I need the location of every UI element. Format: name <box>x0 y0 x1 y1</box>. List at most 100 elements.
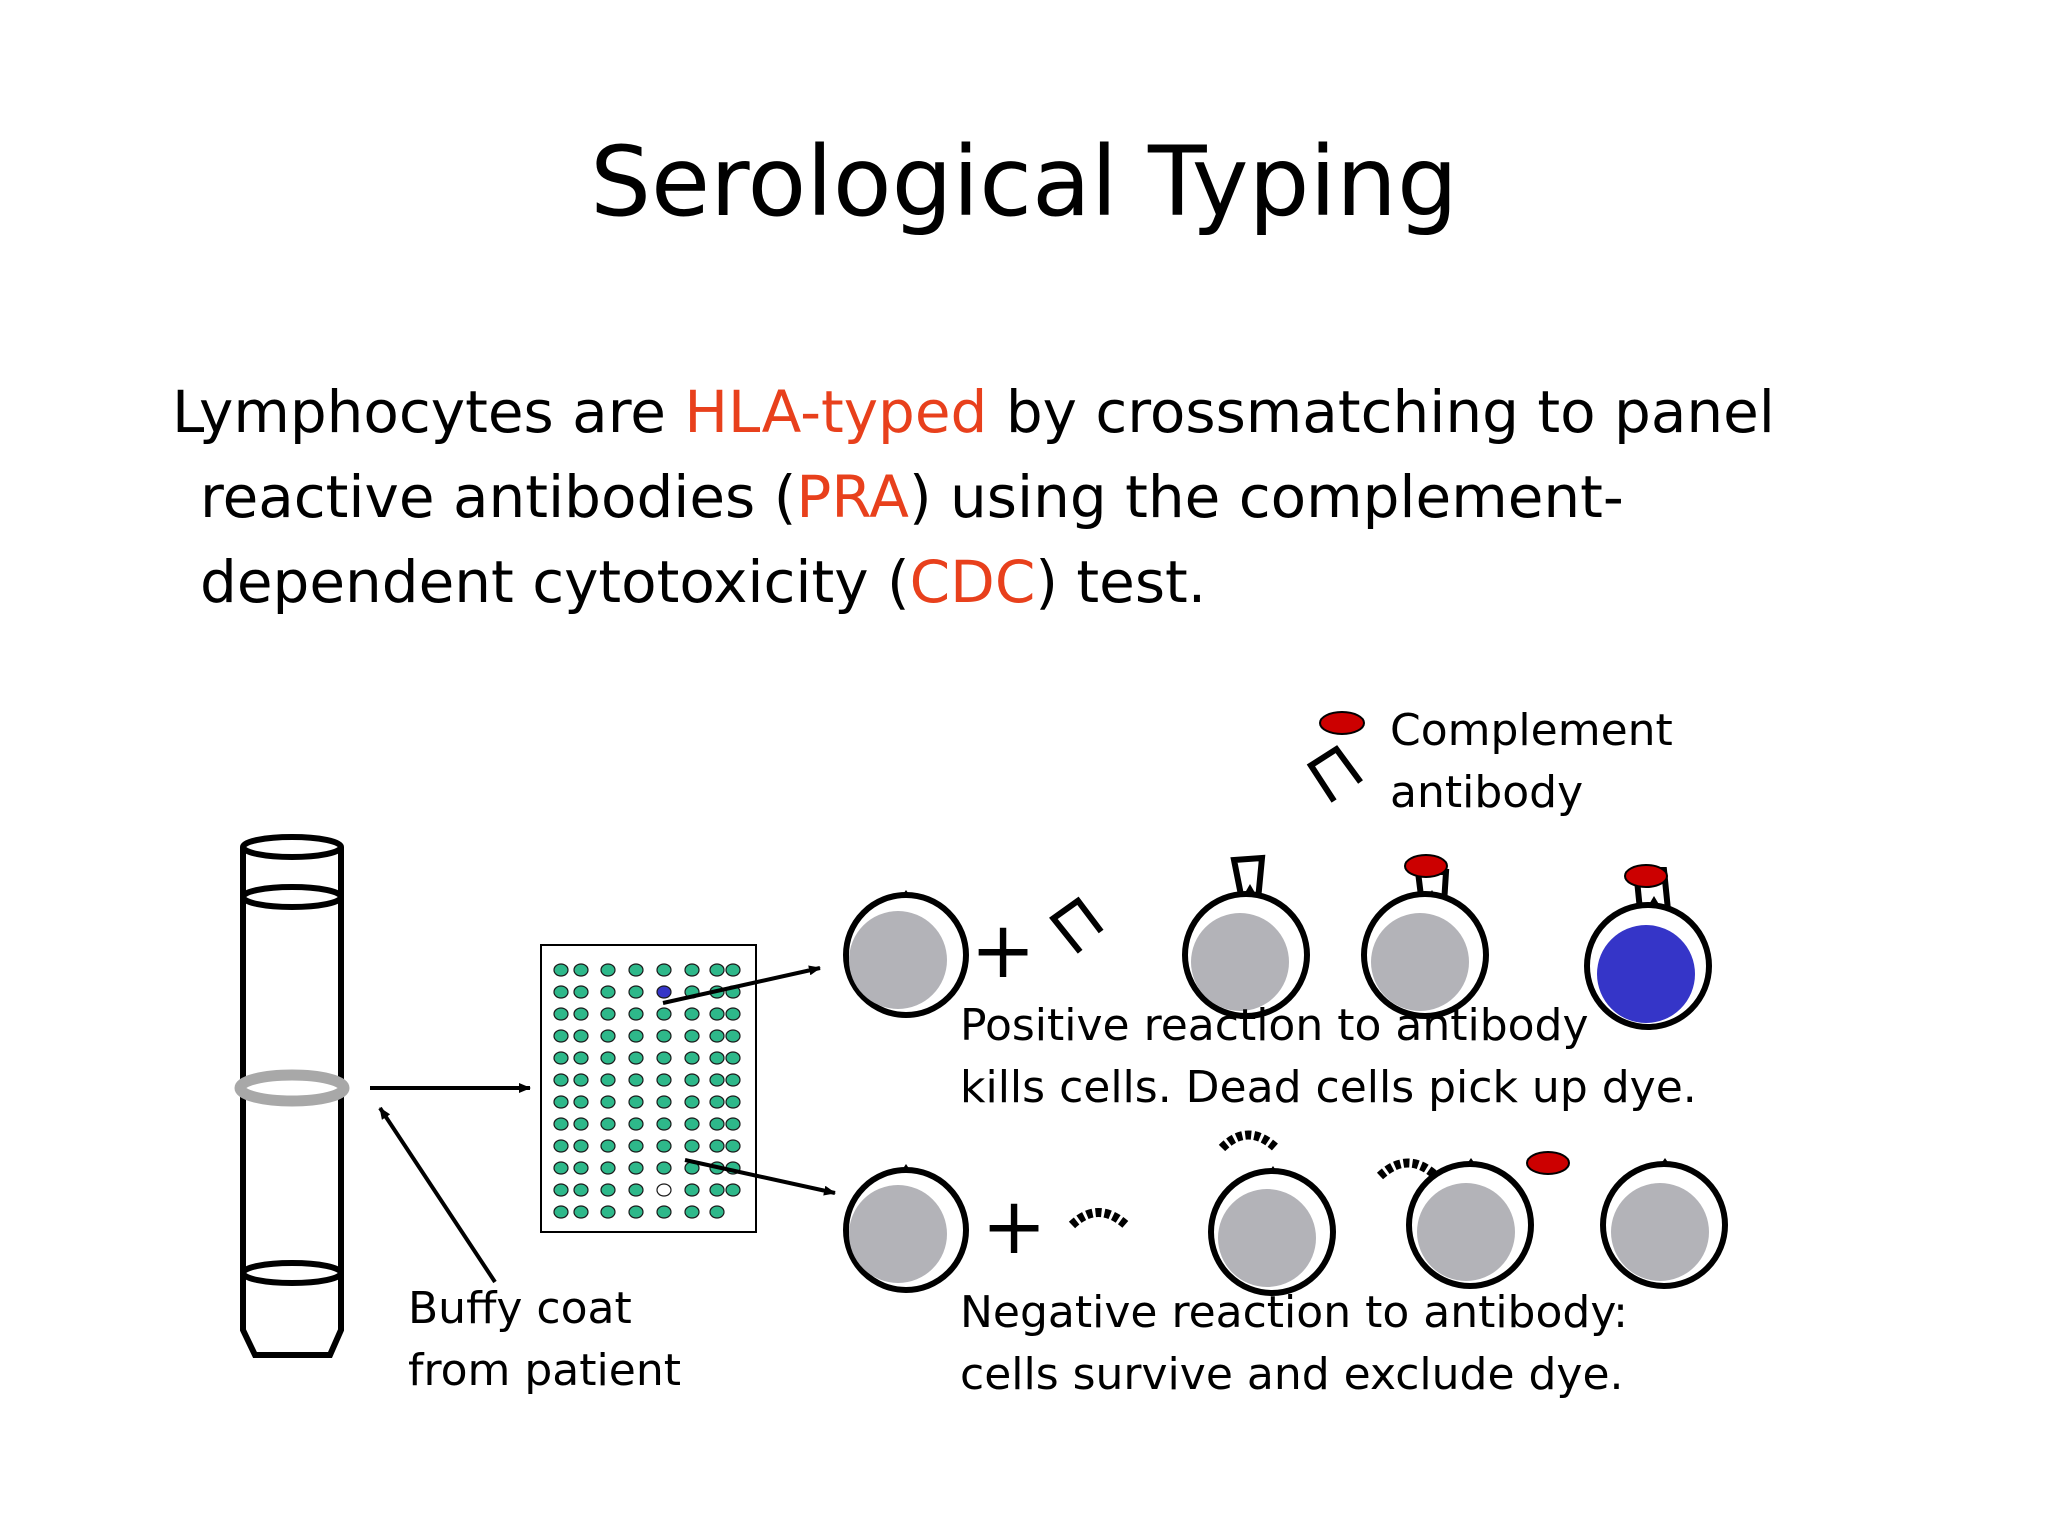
plate-well <box>628 1073 644 1087</box>
antibody-legend-icon <box>1306 745 1363 803</box>
plate-well <box>709 1205 725 1219</box>
negative-row: + <box>843 1130 1728 1296</box>
plate-well <box>684 1051 700 1065</box>
complement-legend-icon <box>1319 711 1365 735</box>
plate-well <box>628 963 644 977</box>
plate-well <box>709 1029 725 1043</box>
plate-well <box>725 1095 741 1109</box>
plate-well <box>628 1205 644 1219</box>
plus-negative: + <box>981 1182 1046 1272</box>
plate-well <box>684 963 700 977</box>
highlight-hla-typed: HLA-typed <box>684 378 988 446</box>
well-positive <box>656 985 672 999</box>
plate-well <box>553 1139 569 1153</box>
body-text-segment: ) test. <box>1035 548 1207 616</box>
plate-well <box>628 1051 644 1065</box>
plate-well <box>725 1073 741 1087</box>
plate-well <box>656 1205 672 1219</box>
plate-well <box>656 1051 672 1065</box>
non-binding-antibody-icon <box>1068 1208 1129 1229</box>
non-binding-antibody-icon <box>1376 1158 1440 1180</box>
plate-well <box>628 1117 644 1131</box>
legend-antibody-label: antibody <box>1390 767 1584 818</box>
plate-well <box>656 1161 672 1175</box>
cell-surviving <box>1600 1158 1728 1289</box>
plate-well <box>600 985 616 999</box>
plate-well <box>709 1007 725 1021</box>
plate-well <box>684 1073 700 1087</box>
plate-well <box>709 1139 725 1153</box>
plate-well <box>656 1095 672 1109</box>
complement-icon <box>1404 854 1448 878</box>
plate-well <box>573 1051 589 1065</box>
body-line-1: Lymphocytes are HLA-typed by crossmatchi… <box>172 370 1792 455</box>
plate-well <box>725 1183 741 1197</box>
plate-well <box>628 1183 644 1197</box>
plate-wells <box>553 963 741 1219</box>
slide-title: Serological Typing <box>590 126 1458 238</box>
cell-surviving <box>1406 1158 1534 1289</box>
plate-well <box>725 963 741 977</box>
arrow-plate-to-negative <box>684 1158 836 1196</box>
plate-well <box>656 1007 672 1021</box>
positive-row: + <box>843 854 1712 1030</box>
plate-well <box>725 1051 741 1065</box>
antibody-icon <box>1049 896 1104 954</box>
plate-well <box>628 1139 644 1153</box>
plate-well <box>600 1139 616 1153</box>
plate-well <box>709 963 725 977</box>
plate-well <box>709 1117 725 1131</box>
body-text-segment: reactive antibodies ( <box>200 463 797 531</box>
plus-positive: + <box>970 906 1035 996</box>
plate-well <box>573 1161 589 1175</box>
plate-well <box>600 1029 616 1043</box>
plate-well <box>656 1117 672 1131</box>
plate-well <box>600 1161 616 1175</box>
plate-well <box>600 1095 616 1109</box>
buffy-coat-caption-line-1: Buffy coat <box>408 1283 632 1334</box>
plate-well <box>553 1029 569 1043</box>
cell-initial-positive <box>843 890 969 1018</box>
body-text-segment: dependent cytotoxicity ( <box>200 548 910 616</box>
arrow-plate-to-positive <box>662 965 821 1005</box>
plate-well <box>656 963 672 977</box>
plate-well <box>573 985 589 999</box>
plate-well <box>628 1007 644 1021</box>
plate-well <box>628 1029 644 1043</box>
plate-well <box>553 1161 569 1175</box>
body-text-segment: Lymphocytes are <box>172 378 685 446</box>
test-tube <box>240 834 344 1358</box>
highlight-cdc: CDC <box>909 548 1036 616</box>
plate-well <box>573 1029 589 1043</box>
complement-icon <box>1526 1151 1570 1175</box>
legend-complement-label: Complement <box>1390 705 1673 756</box>
plate-well <box>709 1051 725 1065</box>
cell-antibody-bound <box>1182 854 1310 1019</box>
complement-icon <box>1624 864 1668 888</box>
cell-dead-dyed <box>1584 864 1712 1030</box>
arrow-to-buffy-coat <box>378 1106 497 1284</box>
plate-well <box>553 1117 569 1131</box>
plate-well <box>709 1183 725 1197</box>
negative-caption-line-1: Negative reaction to antibody: <box>960 1287 1628 1338</box>
plate-well <box>656 1073 672 1087</box>
plate-well <box>553 963 569 977</box>
slide-body: Lymphocytes are HLA-typed by crossmatchi… <box>172 370 1792 625</box>
body-line-3: dependent cytotoxicity (CDC) test. <box>172 540 1792 625</box>
plate-well <box>600 1117 616 1131</box>
plate-well <box>725 1117 741 1131</box>
plate-well <box>553 1073 569 1087</box>
plate-well <box>600 1073 616 1087</box>
buffy-coat-caption-line-2: from patient <box>408 1345 681 1396</box>
well-negative <box>656 1183 672 1197</box>
plate-well <box>628 1095 644 1109</box>
plate-well <box>628 985 644 999</box>
cell-initial-negative <box>843 1164 969 1293</box>
highlight-pra: PRA <box>796 463 909 531</box>
plate-well <box>553 1095 569 1109</box>
plate-well <box>600 1007 616 1021</box>
plate-well <box>553 985 569 999</box>
plate-well <box>600 1051 616 1065</box>
positive-caption-line-1: Positive reaction to antibody <box>960 1000 1589 1051</box>
